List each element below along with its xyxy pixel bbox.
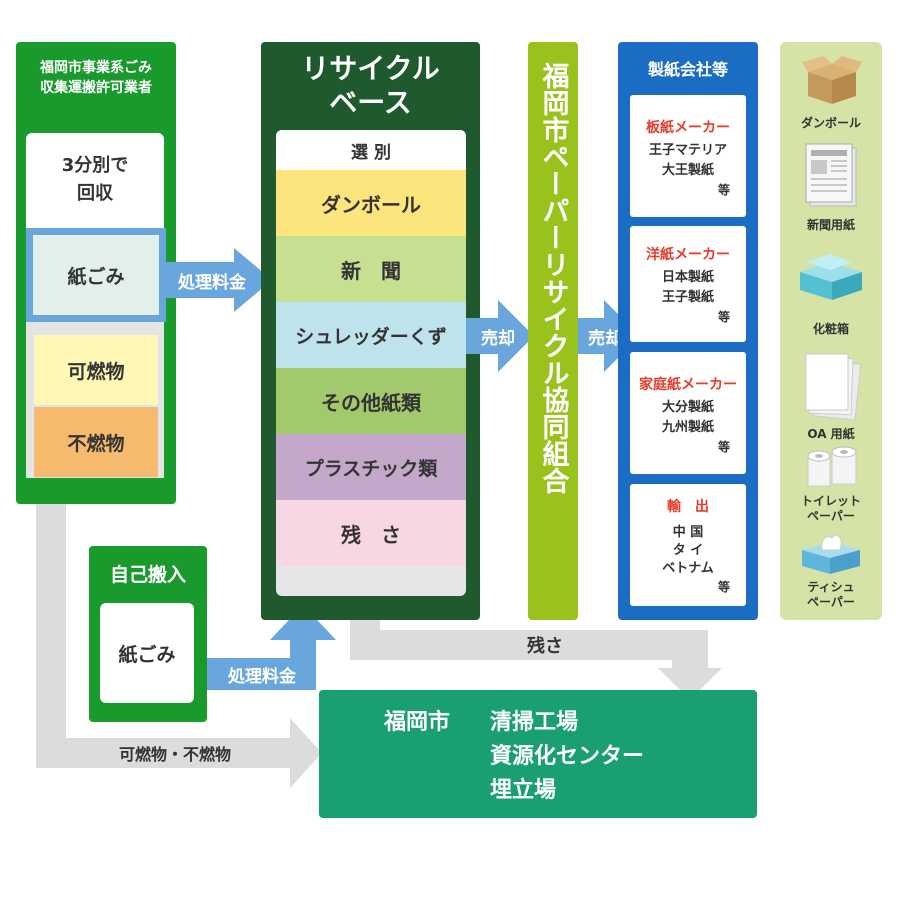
product-label-toilet-line1: トイレット [800,494,861,508]
maker-title-board: 板紙メーカー [646,120,730,136]
sort-row-label: 新 聞 [341,258,401,283]
sale-label-1: 売却 [481,328,515,349]
collector-sorting-text: 3分別で 回収 [26,152,164,208]
sort-row: 新 聞 [276,236,466,302]
product-label-newspaper: 新聞用紙 [806,218,855,232]
maker-line: 大王製紙 [661,163,714,178]
cosmetic-box-icon [800,254,862,300]
city-facility-incinerator: 清掃工場 [490,710,579,735]
product-label-toilet-line2: ペーパー [807,509,855,523]
maker-etc: 等 [717,310,730,324]
sort-row-label: シュレッダーくず [295,325,447,348]
sort-row: プラスチック類 [276,434,466,500]
recycle-base-title-line1: リサイクル [301,52,440,85]
recycle-base-title: リサイクル ベース [261,52,480,120]
collector-paper-label: 紙ごみ [67,265,125,288]
sort-row-label: プラスチック類 [304,457,438,480]
maker-etc: 等 [717,183,730,197]
product-label-tissue-line2: ペーパー [807,595,855,609]
sort-row-label: 残 さ [341,522,401,547]
product-label-cardboard: ダンボール [800,116,861,130]
maker-line: 王子製紙 [661,290,714,305]
self-delivery-title: 自己搬入 [109,564,186,586]
maker-card-western: 洋紙メーカー 日本製紙 王子製紙 等 [630,226,746,342]
maker-title-export: 輸 出 [667,499,709,515]
product-label-tissue-line1: ティシュ [807,580,855,594]
maker-etc: 等 [717,580,730,594]
products-panel [780,42,882,620]
collector-burnable-label: 可燃物 [67,360,125,383]
paper-companies-title: 製紙会社等 [647,60,728,79]
burnable-flow-label: 可燃物・不燃物 [118,745,231,764]
product-label-office-paper: OA 用紙 [807,427,855,441]
collector-title-line2: 収集運搬許可業者 [40,80,152,96]
maker-line: 日本製紙 [661,270,714,285]
sort-row: シュレッダーくず [276,302,466,368]
residue-flow-label: 残さ [527,636,563,657]
product-label-cosmetic: 化粧箱 [812,322,849,336]
fee-label-2: 処理料金 [228,666,296,687]
city-prefix: 福岡市 [384,710,451,735]
maker-card-export: 輸 出 中 国 タ イ ベトナム 等 [630,484,746,606]
maker-etc: 等 [717,440,730,454]
sort-row: その他紙類 [276,368,466,434]
collector-sorting-line2: 回収 [77,183,113,204]
product-label-toilet-paper: トイレット ペーパー [781,494,881,524]
tissue-box-icon [802,534,860,574]
city-facility-list: 清掃工場 資源化センター 埋立場 [490,706,644,808]
collector-nonburnable-label: 不燃物 [67,432,125,455]
sort-row: 残 さ [276,500,466,566]
collector-nonburnable-box: 不燃物 [34,407,158,477]
self-paper-card: 紙ごみ [100,603,194,703]
maker-title-western: 洋紙メーカー [646,247,730,263]
maker-line: 九州製紙 [661,420,714,435]
product-label-tissue: ティシュ ペーパー [781,580,881,610]
fee-label-1: 処理料金 [178,272,246,293]
maker-title-household: 家庭紙メーカー [639,377,737,393]
city-facilities-panel [319,690,757,818]
collector-burnable-box: 可燃物 [34,335,158,405]
maker-line: 王子マテリア [648,143,727,158]
coop-panel [528,42,578,620]
sort-row: ダンボール [276,170,466,236]
city-facility-resource-center: 資源化センター [490,744,645,769]
collector-sorting-line1: 3分別で [61,155,129,176]
cardboard-box-icon [802,56,862,104]
sort-row-label: ダンボール [321,192,421,217]
toilet-paper-icon [807,446,857,487]
maker-line: 中 国 [672,525,704,540]
collector-title: 福岡市事業系ごみ 収集運搬許可業者 [16,58,176,98]
sort-header: 選 別 [276,130,466,170]
newspaper-icon [805,143,857,207]
sort-row-label: その他紙類 [321,390,421,415]
maker-line: ベトナム [662,561,714,576]
recycle-base-title-line2: ベース [329,86,412,119]
collector-title-line1: 福岡市事業系ごみ [40,60,152,76]
maker-line: 大分製紙 [661,400,714,415]
maker-card-board: 板紙メーカー 王子マテリア 大王製紙 等 [630,95,746,217]
city-facility-landfill: 埋立場 [490,778,557,803]
collector-paper-box: 紙ごみ [26,228,166,322]
coop-title: 福岡市ペーパーリサイクル協同組合 [537,62,569,494]
sale-label-2: 売却 [588,328,622,349]
maker-line: タ イ [672,543,704,558]
maker-card-household: 家庭紙メーカー 大分製紙 九州製紙 等 [630,352,746,474]
office-paper-icon [805,353,862,421]
